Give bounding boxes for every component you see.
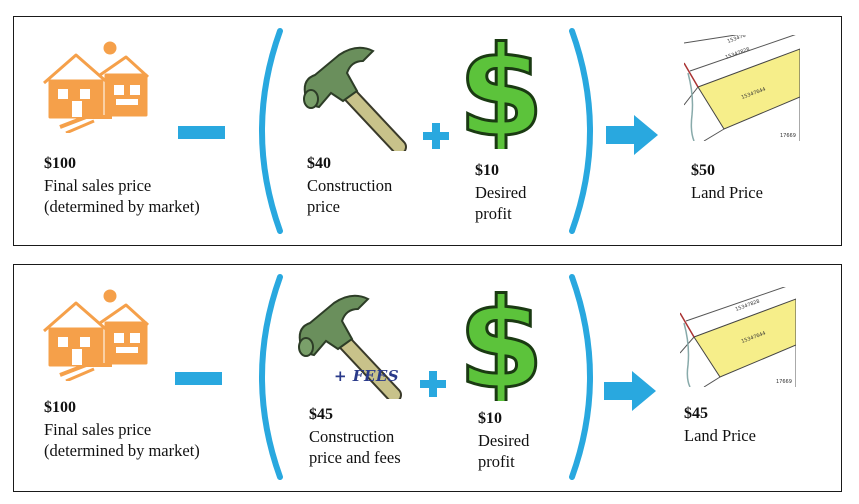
construction-amount: $40 xyxy=(307,155,331,172)
sales-amount: $100 xyxy=(44,399,76,416)
profit-label-line1: Desired xyxy=(478,431,530,450)
sales-amount: $100 xyxy=(44,155,76,172)
sales-label-line1: Final sales price xyxy=(44,420,152,439)
svg-text:$: $ xyxy=(461,279,541,401)
svg-text:$: $ xyxy=(461,27,541,149)
hammer-icon xyxy=(303,46,407,151)
right-paren-icon xyxy=(569,28,593,234)
dollar-icon: $ xyxy=(461,27,541,149)
left-paren-icon xyxy=(259,28,283,234)
land-label: Land Price xyxy=(684,426,756,445)
land-amount: $45 xyxy=(684,405,708,422)
house-icon xyxy=(43,289,150,381)
land-parcel-icon: 15347828 15347644 153476 17669 xyxy=(684,35,800,141)
sales-label-line2: (determined by market) xyxy=(44,197,200,216)
profit-amount: $10 xyxy=(478,410,502,427)
profit-label-line2: profit xyxy=(475,204,512,223)
construction-amount: $45 xyxy=(309,406,333,423)
left-paren-icon xyxy=(259,274,283,480)
dollar-icon: $ xyxy=(461,279,541,401)
plus-icon xyxy=(420,371,446,397)
minus-icon xyxy=(175,372,222,385)
land-amount: $50 xyxy=(691,162,715,179)
profit-amount: $10 xyxy=(475,162,499,179)
minus-icon xyxy=(178,126,225,139)
profit-label-line2: profit xyxy=(478,452,515,471)
arrow-right-icon xyxy=(606,115,658,155)
plus-icon xyxy=(423,123,449,149)
equation-panel-bottom: $100 Final sales price (determined by ma… xyxy=(13,264,842,492)
hammer-icon xyxy=(298,294,402,399)
plot-label: 17669 xyxy=(776,379,792,385)
plot-label: 17669 xyxy=(780,133,796,139)
construction-label-line2: price and fees xyxy=(309,448,401,467)
profit-label-line1: Desired xyxy=(475,183,527,202)
equation-panel-top: $100 Final sales price (determined by ma… xyxy=(13,16,842,246)
arrow-right-icon xyxy=(604,371,656,411)
right-paren-icon xyxy=(569,274,593,480)
land-parcel-icon: 15347828 15347644 17669 xyxy=(680,287,796,387)
construction-label-line2: price xyxy=(307,197,340,216)
plot-label: 153476 xyxy=(727,35,747,45)
house-icon xyxy=(43,41,150,133)
construction-label-line1: Construction xyxy=(309,427,395,446)
sales-label-line2: (determined by market) xyxy=(44,441,200,460)
land-label: Land Price xyxy=(691,183,763,202)
fees-label: + FEES xyxy=(334,367,400,385)
construction-label-line1: Construction xyxy=(307,176,393,195)
sales-label-line1: Final sales price xyxy=(44,176,152,195)
